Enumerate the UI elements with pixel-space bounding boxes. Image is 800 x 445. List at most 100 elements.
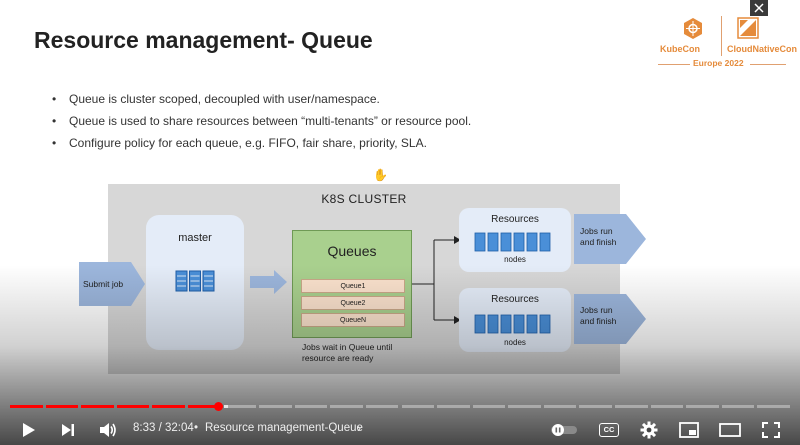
settings-button[interactable] [637, 414, 661, 445]
kubecon-logo: KubeCon CloudNativeCon Europe 2022 [650, 12, 800, 72]
autoplay-toggle-icon [551, 423, 577, 436]
played-fill [81, 405, 114, 408]
chapter-segment[interactable] [223, 405, 257, 408]
chapter-segment[interactable] [401, 405, 435, 408]
chapter-segment[interactable] [686, 405, 719, 408]
jobs-wait-line: Jobs wait in Queue until [302, 342, 393, 352]
dispatch-connector [412, 236, 461, 324]
chapter-segment[interactable] [330, 405, 363, 408]
played-fill [45, 405, 79, 408]
bullet-list: Queue is cluster scoped, decoupled with … [52, 92, 471, 158]
chapter-title[interactable]: Resource management-Queue [205, 422, 363, 434]
chapter-segment[interactable] [116, 405, 150, 408]
chapter-segment[interactable] [615, 405, 648, 408]
time-separator: • [194, 422, 199, 434]
jobs-wait-line: resource are ready [302, 353, 374, 363]
jobs-finish-line: and finish [580, 237, 617, 247]
play-button[interactable] [16, 414, 42, 445]
jobs-finish-caption: Jobs run and finish [580, 226, 616, 248]
chapter-segment[interactable] [45, 405, 79, 408]
logo-divider [721, 16, 722, 56]
volume-icon [100, 422, 116, 437]
bullet-item: Queue is used to share resources between… [52, 114, 471, 136]
jobs-finish-line: Jobs run [580, 305, 613, 315]
next-icon [62, 423, 74, 436]
close-overlay-button[interactable] [750, 0, 768, 16]
queue-item: Queue1 [301, 279, 405, 293]
server-rack-icon [474, 232, 551, 252]
cluster-label: K8S CLUSTER [321, 192, 407, 206]
miniplayer-icon [679, 421, 699, 438]
cloudnativecon-icon [737, 17, 759, 39]
server-rack-icon [175, 270, 215, 292]
fullscreen-button[interactable] [758, 414, 784, 445]
logo-event-text: Europe 2022 [693, 58, 744, 68]
chapter-segment[interactable] [294, 405, 328, 408]
chapter-segment[interactable] [187, 405, 221, 408]
jobs-wait-caption: Jobs wait in Queue until resource are re… [302, 342, 392, 364]
next-button[interactable] [55, 414, 81, 445]
time-display: 8:33 / 32:04 [133, 422, 194, 434]
bullet-item: Queue is cluster scoped, decoupled with … [52, 92, 471, 114]
master-label: master [178, 232, 212, 244]
chapter-segment[interactable] [757, 405, 790, 408]
logo-rule-right [750, 64, 786, 65]
jobs-finish-line: and finish [580, 316, 617, 326]
master-to-queue-arrow [250, 270, 287, 294]
chapter-segment[interactable] [543, 405, 577, 408]
captions-button[interactable]: CC [597, 414, 621, 445]
theater-mode-button[interactable] [717, 414, 743, 445]
queue-item: QueueN [301, 313, 405, 327]
submit-job-label: Submit job [83, 279, 124, 289]
settings-icon [640, 421, 658, 438]
scrubber-handle[interactable] [213, 402, 223, 411]
chapter-segment[interactable] [579, 405, 613, 408]
slide-title: Resource management- Queue [34, 27, 373, 53]
miniplayer-button[interactable] [677, 414, 701, 445]
autoplay-toggle[interactable] [548, 414, 580, 445]
chapter-segment[interactable] [508, 405, 541, 408]
kubecon-helm-icon [684, 18, 702, 39]
jobs-finish-caption: Jobs run and finish [580, 305, 616, 327]
resources-label: Resources [491, 214, 539, 225]
resources-box-2: Resources nodes [459, 288, 571, 352]
played-fill [187, 405, 219, 408]
chapter-segment[interactable] [81, 405, 114, 408]
chapter-segment[interactable] [437, 405, 470, 408]
theater-icon [719, 422, 741, 437]
mute-button[interactable] [94, 414, 122, 445]
progress-bar[interactable] [10, 405, 790, 408]
jobs-finish-arrow [574, 214, 646, 264]
master-node-box: master [146, 215, 244, 350]
fullscreen-icon [762, 421, 780, 438]
queues-box: Queues Queue1 Queue2 QueueN [292, 230, 412, 338]
chapter-segment[interactable] [10, 405, 43, 408]
chapter-segment[interactable] [259, 405, 292, 408]
chapter-segment[interactable] [721, 405, 755, 408]
resources-label: Resources [491, 294, 539, 305]
chapter-segment[interactable] [472, 405, 506, 408]
queues-label: Queues [327, 243, 377, 259]
logo-kubecon-text: KubeCon [660, 44, 700, 54]
queue-item: Queue2 [301, 296, 405, 310]
chapter-segment[interactable] [650, 405, 684, 408]
bullet-item: Configure policy for each queue, e.g. FI… [52, 136, 471, 158]
played-fill [116, 405, 150, 408]
server-rack-icon [474, 314, 551, 334]
chevron-right-icon[interactable]: › [357, 421, 361, 435]
hand-cursor-icon: ✋ [373, 168, 388, 182]
played-fill [10, 405, 43, 408]
resources-box-1: Resources nodes [459, 208, 571, 272]
played-fill [152, 405, 185, 408]
captions-icon: CC [599, 422, 619, 437]
jobs-finish-line: Jobs run [580, 226, 613, 236]
logo-rule-left [658, 64, 690, 65]
chapter-segment[interactable] [365, 405, 399, 408]
chapter-segment[interactable] [152, 405, 185, 408]
nodes-label: nodes [504, 255, 526, 264]
nodes-label: nodes [504, 338, 526, 347]
play-icon [23, 422, 35, 437]
player-controls: 8:33 / 32:04 • Resource management-Queue… [0, 414, 800, 445]
buffered-fill [223, 405, 229, 408]
